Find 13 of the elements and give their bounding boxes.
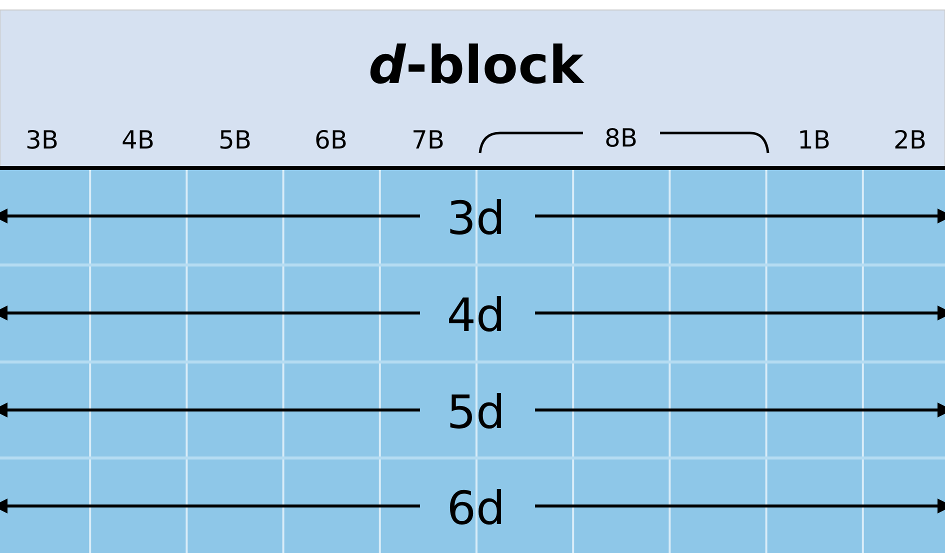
subshell-label: 5d bbox=[446, 389, 506, 435]
group-label: 7B bbox=[411, 128, 445, 152]
group-label: 6B bbox=[314, 128, 348, 152]
group-label: 4B bbox=[121, 128, 155, 152]
block-title: d-block bbox=[368, 40, 584, 92]
group-label: 2B bbox=[893, 128, 927, 152]
subshell-label: 4d bbox=[446, 292, 506, 338]
group-label: 5B bbox=[218, 128, 252, 152]
subshell-label: 3d bbox=[446, 195, 506, 241]
subshell-label: 6d bbox=[446, 485, 506, 531]
group-label: 1B bbox=[797, 128, 831, 152]
group-label: 8B bbox=[604, 126, 638, 150]
group-label: 3B bbox=[25, 128, 59, 152]
